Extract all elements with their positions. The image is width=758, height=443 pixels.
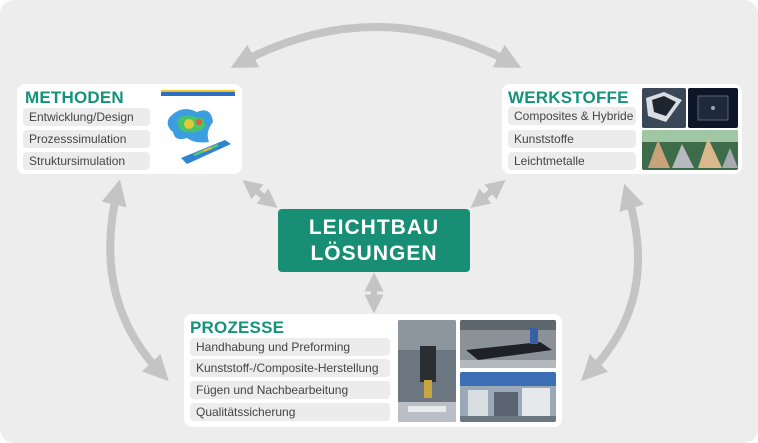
press-image bbox=[460, 320, 556, 368]
center-line-1: LEICHTBAU bbox=[308, 216, 440, 239]
werkstoffe-title: WERKSTOFFE bbox=[508, 88, 629, 107]
methoden-panel: METHODEN Entwicklung/Design Prozesssimul… bbox=[17, 84, 242, 174]
honeycomb-image bbox=[688, 88, 738, 128]
methoden-item-prozesssimulation: Prozesssimulation bbox=[23, 130, 150, 148]
prozesse-item-handhabung: Handhabung und Preforming bbox=[190, 338, 390, 356]
prozesse-item-qualitaet: Qualitätssicherung bbox=[190, 403, 390, 421]
center-line-2: LÖSUNGEN bbox=[310, 242, 438, 265]
prozesse-title: PROZESSE bbox=[190, 318, 285, 337]
prozesse-panel: PROZESSE Handhabung und Preforming Kunst… bbox=[184, 314, 562, 427]
werkstoffe-item-composites: Composites & Hybride bbox=[508, 107, 636, 125]
machining-tool-image bbox=[398, 320, 456, 422]
methoden-item-entwicklung: Entwicklung/Design bbox=[23, 108, 150, 126]
production-hall-image bbox=[460, 372, 556, 422]
center-right-double-arrow-icon bbox=[470, 180, 506, 208]
composite-sample-image bbox=[642, 88, 686, 128]
center-left-double-arrow-icon bbox=[242, 180, 278, 208]
prozesse-item-fuegen: Fügen und Nachbearbeitung bbox=[190, 381, 390, 399]
left-double-arrow-icon bbox=[101, 179, 169, 382]
material-samples-image bbox=[642, 130, 738, 170]
right-double-arrow-icon bbox=[581, 183, 644, 382]
werkstoffe-panel: WERKSTOFFE Composites & Hybride Kunststo… bbox=[502, 84, 742, 174]
top-double-arrow-icon bbox=[230, 23, 522, 68]
simulation-render-image bbox=[159, 88, 237, 164]
methoden-item-struktursimulation: Struktursimulation bbox=[23, 152, 150, 170]
werkstoffe-item-leichtmetalle: Leichtmetalle bbox=[508, 152, 636, 170]
methoden-title: METHODEN bbox=[25, 88, 124, 107]
prozesse-item-herstellung: Kunststoff-/Composite-Herstellung bbox=[190, 359, 390, 377]
leichtbau-loesungen-box: LEICHTBAU LÖSUNGEN bbox=[278, 209, 470, 272]
werkstoffe-item-kunststoffe: Kunststoffe bbox=[508, 130, 636, 148]
